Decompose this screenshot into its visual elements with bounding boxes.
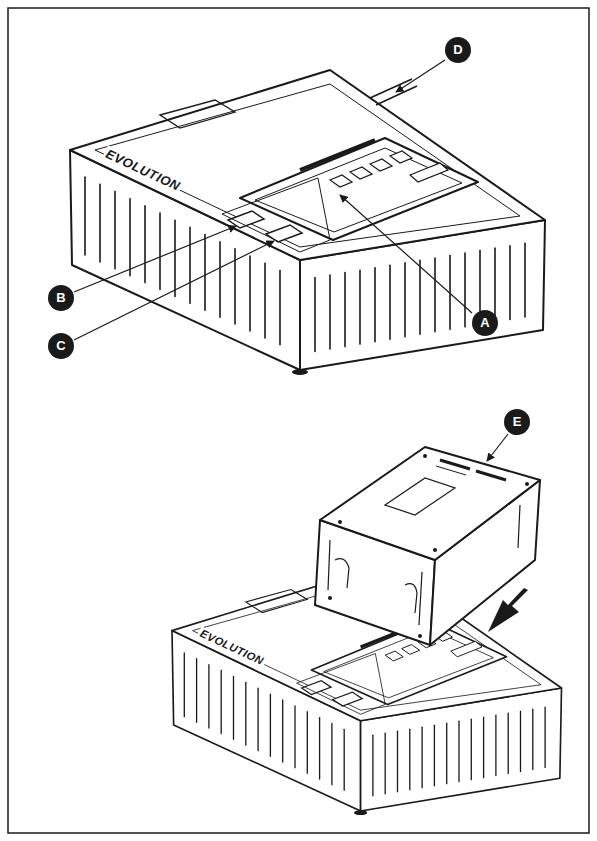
callout-letter: D [445,37,471,63]
callout-letter: B [48,285,74,311]
callout-letter: E [504,409,530,435]
callout-letter: A [472,310,498,336]
brand-logo: EVOLUTION [102,145,185,194]
brand-logo: EVOLUTION [197,626,268,668]
callout-letter: C [48,333,74,359]
